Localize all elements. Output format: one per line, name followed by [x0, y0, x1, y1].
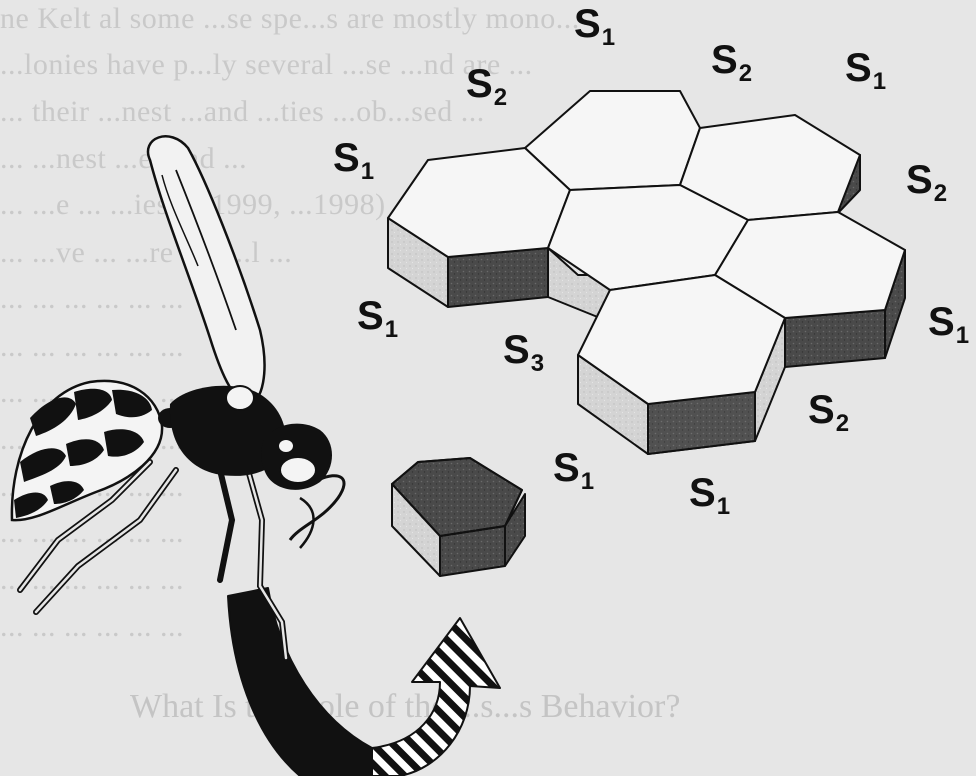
background-text-line: ... their ...nest ...and ...ties ...ob..…	[0, 95, 485, 128]
background-text-line: ... ...nest ...e ...nd ...	[0, 142, 248, 175]
background-text-line: ... ... ... ... ... ...	[0, 610, 184, 643]
site-label: S2	[808, 388, 850, 437]
background-text-line: ne Kelt al some ...se spe...s are mostly…	[0, 2, 580, 35]
background-heading: What Is the Role of the ...s...s Behavio…	[130, 688, 681, 725]
site-label: S1	[333, 136, 375, 185]
site-label: S1	[357, 294, 399, 343]
background-text-line: ... ... ... ... ... ...	[0, 516, 184, 549]
site-label: S1	[689, 471, 731, 520]
background-text-line: ...lonies have p...ly several ...se ...n…	[0, 48, 533, 81]
site-label: S2	[466, 62, 508, 111]
site-label: S1	[574, 2, 616, 51]
comb-cell-icon	[387, 90, 906, 455]
site-label: S1	[928, 300, 970, 349]
curved-arrow-icon	[227, 587, 501, 776]
site-label: S2	[711, 38, 753, 87]
comb-cell-icon	[391, 457, 526, 577]
background-text-line: ... ... ... ... ... ...	[0, 330, 184, 363]
background-text-line: ... ...ve ... ...re ...a ...l ...	[0, 236, 293, 269]
background-text-line: ... ... ... ... ... ...	[0, 282, 184, 315]
site-label: S2	[906, 158, 948, 207]
site-label: S3	[503, 328, 545, 377]
site-label: S1	[553, 446, 595, 495]
site-label: S1	[845, 46, 887, 95]
wasp-icon	[10, 135, 346, 661]
